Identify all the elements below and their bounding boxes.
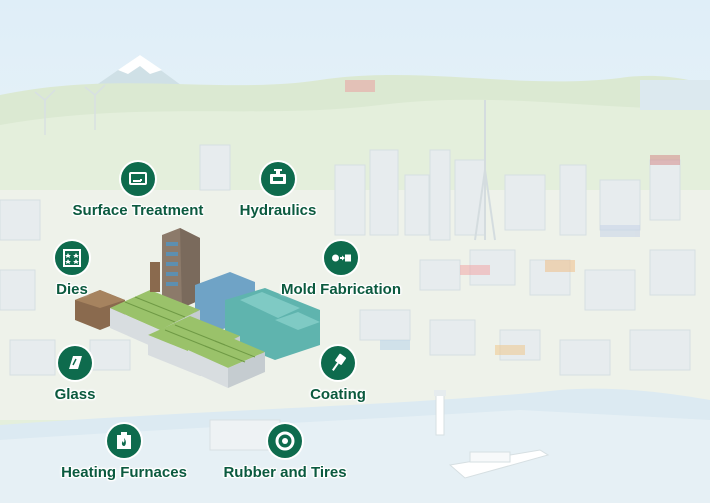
heating-furnace-icon	[107, 424, 141, 458]
category-mold-fabrication[interactable]: Mold Fabrication	[269, 241, 413, 298]
mold-fabrication-icon	[324, 241, 358, 275]
hydraulics-icon	[261, 162, 295, 196]
category-label: Rubber and Tires	[223, 464, 347, 481]
category-dies[interactable]: Dies	[50, 241, 94, 298]
category-rubber-and-tires[interactable]: Rubber and Tires	[212, 424, 358, 481]
tire-icon	[268, 424, 302, 458]
glass-icon	[58, 346, 92, 380]
category-label: Glass	[54, 386, 96, 403]
category-surface-treatment[interactable]: Surface Treatment	[58, 162, 218, 219]
category-coating[interactable]: Coating	[302, 346, 374, 403]
category-label: Surface Treatment	[72, 202, 204, 219]
dies-icon	[55, 241, 89, 275]
category-label: Heating Furnaces	[61, 464, 187, 481]
category-glass[interactable]: Glass	[50, 346, 100, 403]
category-label: Mold Fabrication	[281, 281, 401, 298]
category-label: Coating	[310, 386, 366, 403]
category-label: Dies	[56, 281, 88, 298]
surface-treatment-icon	[121, 162, 155, 196]
coating-icon	[321, 346, 355, 380]
category-hydraulics[interactable]: Hydraulics	[228, 162, 328, 219]
category-heating-furnaces[interactable]: Heating Furnaces	[50, 424, 198, 481]
category-label: Hydraulics	[239, 202, 317, 219]
